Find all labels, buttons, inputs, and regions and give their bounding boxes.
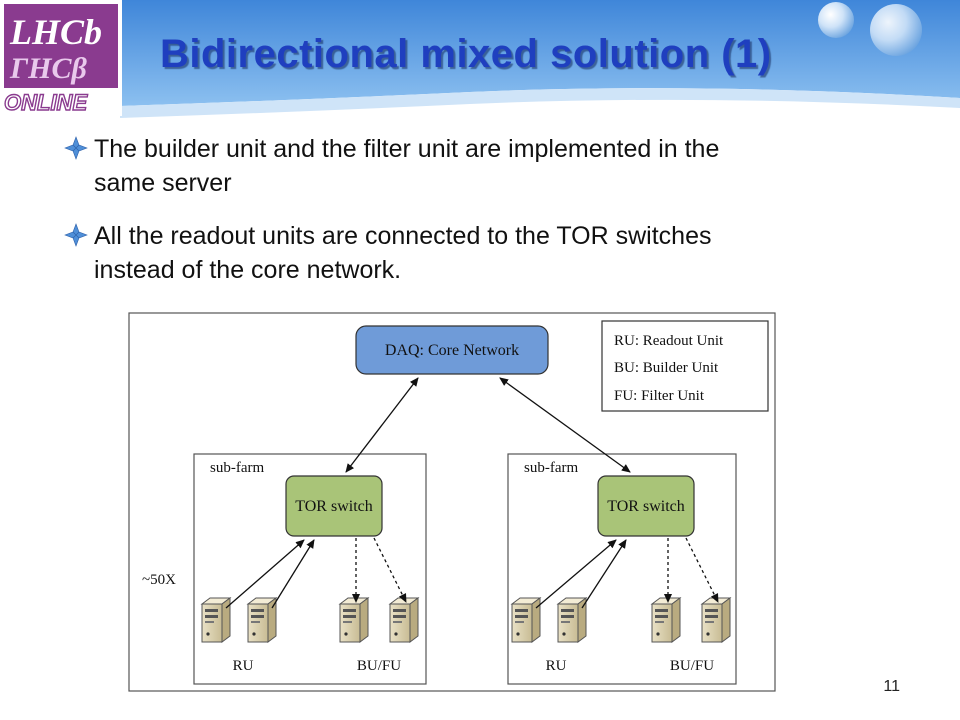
ru-server-icon	[201, 597, 231, 643]
decor-sphere-small	[818, 2, 854, 38]
legend-item: BU: Builder Unit	[614, 360, 719, 376]
bufu-label: BU/FU	[357, 658, 401, 674]
core-network-node	[355, 325, 549, 375]
ru-server-icon	[511, 597, 541, 643]
subfarm-1: sub-farm TOR switch RU BU/FU	[193, 453, 427, 685]
subfarm-frame	[193, 453, 427, 685]
ru-label: RU	[546, 658, 567, 674]
bullet-line: instead of the core network.	[94, 256, 402, 284]
bullet-line: The builder unit and the filter unit are…	[94, 135, 720, 163]
legend-item: RU: Readout Unit	[614, 333, 724, 349]
ru-uplink-arrow	[271, 539, 315, 609]
ru-uplink-arrow	[581, 539, 627, 609]
bullet-line: same server	[94, 169, 232, 197]
multiplier-label: ~50X	[142, 572, 176, 588]
core-tor-link-arrow	[345, 377, 419, 473]
logo-mirror-text: ΓHCβ	[9, 52, 87, 85]
ru-uplink-arrow	[535, 539, 617, 609]
header-banner	[120, 0, 960, 118]
ru-server-icon	[557, 597, 587, 643]
logo-online-text: ONLINE	[4, 90, 88, 115]
lhcb-online-logo: LHCb ΓHCβ ONLINE	[0, 0, 122, 116]
tor-switch-label: TOR switch	[607, 498, 684, 515]
ru-uplink-arrow	[225, 539, 305, 609]
diamond-bullet-icon	[64, 136, 88, 160]
bullet-list: The builder unit and the filter unit are…	[60, 132, 920, 306]
page-number: 11	[883, 678, 900, 695]
bufu-server-icon	[339, 597, 369, 643]
bullet-line: All the readout units are connected to t…	[94, 222, 712, 250]
network-diagram: DAQ: Core Network RU: Readout Unit BU: B…	[128, 312, 776, 692]
slide-title: Bidirectional mixed solution (1)	[160, 32, 772, 76]
decor-sphere-large	[870, 4, 922, 56]
subfarm-label: sub-farm	[210, 460, 264, 476]
legend-item: FU: Filter Unit	[614, 388, 705, 404]
diamond-bullet-icon	[64, 223, 88, 247]
core-network-label: DAQ: Core Network	[385, 342, 519, 359]
bufu-server-icon	[651, 597, 681, 643]
bufu-server-icon	[701, 597, 731, 643]
ru-server-icon	[247, 597, 277, 643]
tor-switch-node	[597, 475, 695, 537]
bufu-label: BU/FU	[670, 658, 714, 674]
tor-switch-label: TOR switch	[295, 498, 372, 515]
subfarm-label: sub-farm	[524, 460, 578, 476]
bufu-server-icon	[389, 597, 419, 643]
bullet-item: The builder unit and the filter unit are…	[60, 132, 920, 200]
core-tor-link-arrow	[499, 377, 631, 473]
bullet-item: All the readout units are connected to t…	[60, 219, 920, 287]
logo-lhcb-text: LHCb	[9, 12, 102, 52]
ru-label: RU	[233, 658, 254, 674]
tor-switch-node	[285, 475, 383, 537]
